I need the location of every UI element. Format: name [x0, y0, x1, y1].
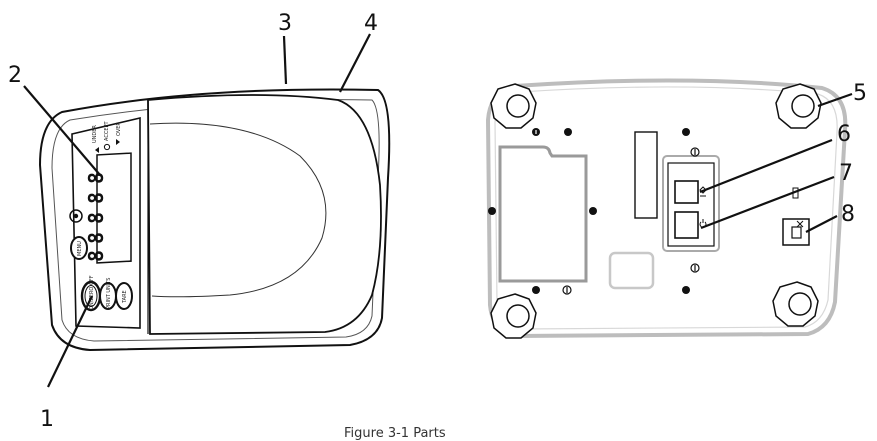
screw-icon [589, 207, 597, 215]
lcd-digit: 8 [84, 232, 108, 244]
figure-caption: Figure 3-1 Parts [344, 426, 446, 441]
callout-7: 7 [839, 161, 853, 186]
power-jack [674, 211, 699, 239]
tare-button[interactable]: TARE [115, 282, 133, 310]
lcd-display: 8 8 8 8 8 [84, 152, 132, 264]
callout-3: 3 [278, 11, 292, 36]
foot-bottom-right [772, 281, 819, 327]
leader-line-7 [700, 175, 835, 230]
callout-5: 5 [853, 81, 867, 106]
accept-label: ACCEPT [104, 121, 110, 141]
screw-set-open [562, 147, 700, 295]
lcd-digit: 8 [84, 172, 108, 184]
lcd-digit: 8 [84, 250, 108, 262]
screw-icon [564, 128, 572, 136]
battery-compartment [498, 145, 588, 283]
scale-bottom-view [485, 78, 848, 339]
callout-4: 4 [364, 11, 378, 36]
screw-icon [532, 286, 540, 294]
indicator-symbols: UNDER ACCEPT OVER [92, 121, 122, 153]
foot-top-right [775, 83, 822, 129]
callout-6: 6 [837, 122, 851, 147]
callout-2: 2 [8, 63, 22, 88]
connector-panel [662, 155, 720, 252]
on-zero-off-button-label: ON/ZERO OFF [89, 275, 95, 310]
leader-lines [23, 33, 853, 388]
menu-button-label: MENU [77, 241, 83, 256]
leader-line-5 [817, 92, 853, 108]
foot-bottom-left [490, 293, 537, 339]
callout-1: 1 [40, 407, 54, 432]
leader-line-2 [23, 85, 101, 176]
rubber-pad [608, 251, 655, 290]
screw-icon [682, 128, 690, 136]
screw-icon [488, 207, 496, 215]
under-label: UNDER [92, 125, 98, 143]
callout-8: 8 [841, 202, 855, 227]
control-panel: UNDER ACCEPT OVER 8 8 8 8 8 MENU [69, 116, 141, 329]
print-units-button-label: PRINT UNITS [106, 278, 112, 309]
rs232-port [674, 180, 699, 204]
weighing-platform [147, 94, 382, 335]
screw-set [488, 128, 690, 294]
foot-top-left [490, 83, 537, 129]
leader-line-4 [339, 33, 371, 93]
accept-indicator-icon [103, 143, 111, 151]
lcd-digit: 8 [84, 212, 108, 224]
leader-line-3 [282, 35, 288, 85]
level-indicator-icon [69, 209, 83, 223]
under-indicator-icon [95, 147, 99, 153]
leader-line-6 [699, 138, 833, 194]
leader-line-1 [47, 295, 93, 388]
lcd-digit: 8 [84, 192, 108, 204]
screw-icon [682, 286, 690, 294]
callout-numbers: 1 2 3 4 5 6 7 8 [8, 11, 867, 432]
leader-line-8 [805, 215, 838, 233]
menu-button[interactable]: MENU [70, 236, 88, 260]
over-indicator-icon [116, 139, 120, 145]
label-plate [634, 131, 658, 219]
tare-button-label: TARE [122, 290, 128, 304]
security-switch [782, 218, 810, 246]
over-label: OVER [116, 122, 122, 136]
scale-top-view: UNDER ACCEPT OVER 8 8 8 8 8 MENU [38, 88, 391, 352]
